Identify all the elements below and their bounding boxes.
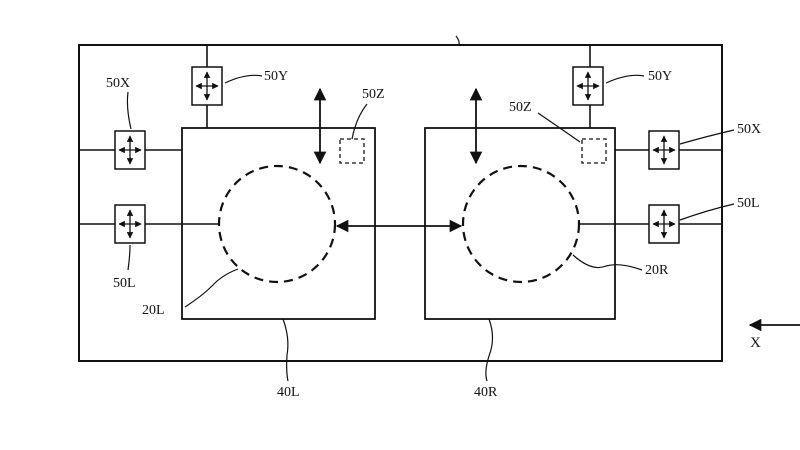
label-40l: 40L <box>277 385 300 400</box>
leader-50l-right <box>679 203 735 221</box>
actuator-50x-right-icon <box>649 131 679 169</box>
lens-20l <box>217 164 337 284</box>
outer-frame <box>78 44 723 362</box>
leader-50l-left <box>127 244 131 271</box>
leader-20r <box>572 254 643 271</box>
leader-50y-right <box>605 74 645 84</box>
leader-50y-left <box>224 74 263 84</box>
label-50l-right: 50L <box>737 196 760 211</box>
label-50z-right: 50Z <box>509 100 532 115</box>
label-50x-left: 50X <box>106 76 130 91</box>
leader-50x-left <box>126 91 132 130</box>
label-20l: 20L <box>142 303 165 318</box>
label-50z-left: 50Z <box>362 87 385 102</box>
label-50y-left: 50Y <box>264 69 288 84</box>
sensor-50z-left <box>339 138 365 164</box>
frame-leader <box>455 35 460 46</box>
label-50l-left: 50L <box>113 276 136 291</box>
label-50y-right: 50Y <box>648 69 672 84</box>
label-50x-right: 50X <box>737 122 761 137</box>
label-20r: 20R <box>645 263 669 278</box>
lens-20r <box>461 164 581 284</box>
actuator-50y-right-icon <box>573 67 603 105</box>
leader-50z-right <box>537 112 581 143</box>
leader-50x-right <box>679 129 735 145</box>
label-direction-x: X <box>750 335 761 351</box>
actuator-50y-left-icon <box>192 67 222 105</box>
actuator-50l-right-icon <box>649 205 679 243</box>
leader-40r <box>485 318 494 382</box>
actuator-50x-left-icon <box>115 131 145 169</box>
label-40r: 40R <box>474 385 498 400</box>
actuator-50l-left-icon <box>115 205 145 243</box>
leader-40l <box>282 318 289 382</box>
leader-50z-left <box>351 103 368 140</box>
sensor-50z-right <box>581 138 607 164</box>
leader-20l <box>184 268 239 308</box>
